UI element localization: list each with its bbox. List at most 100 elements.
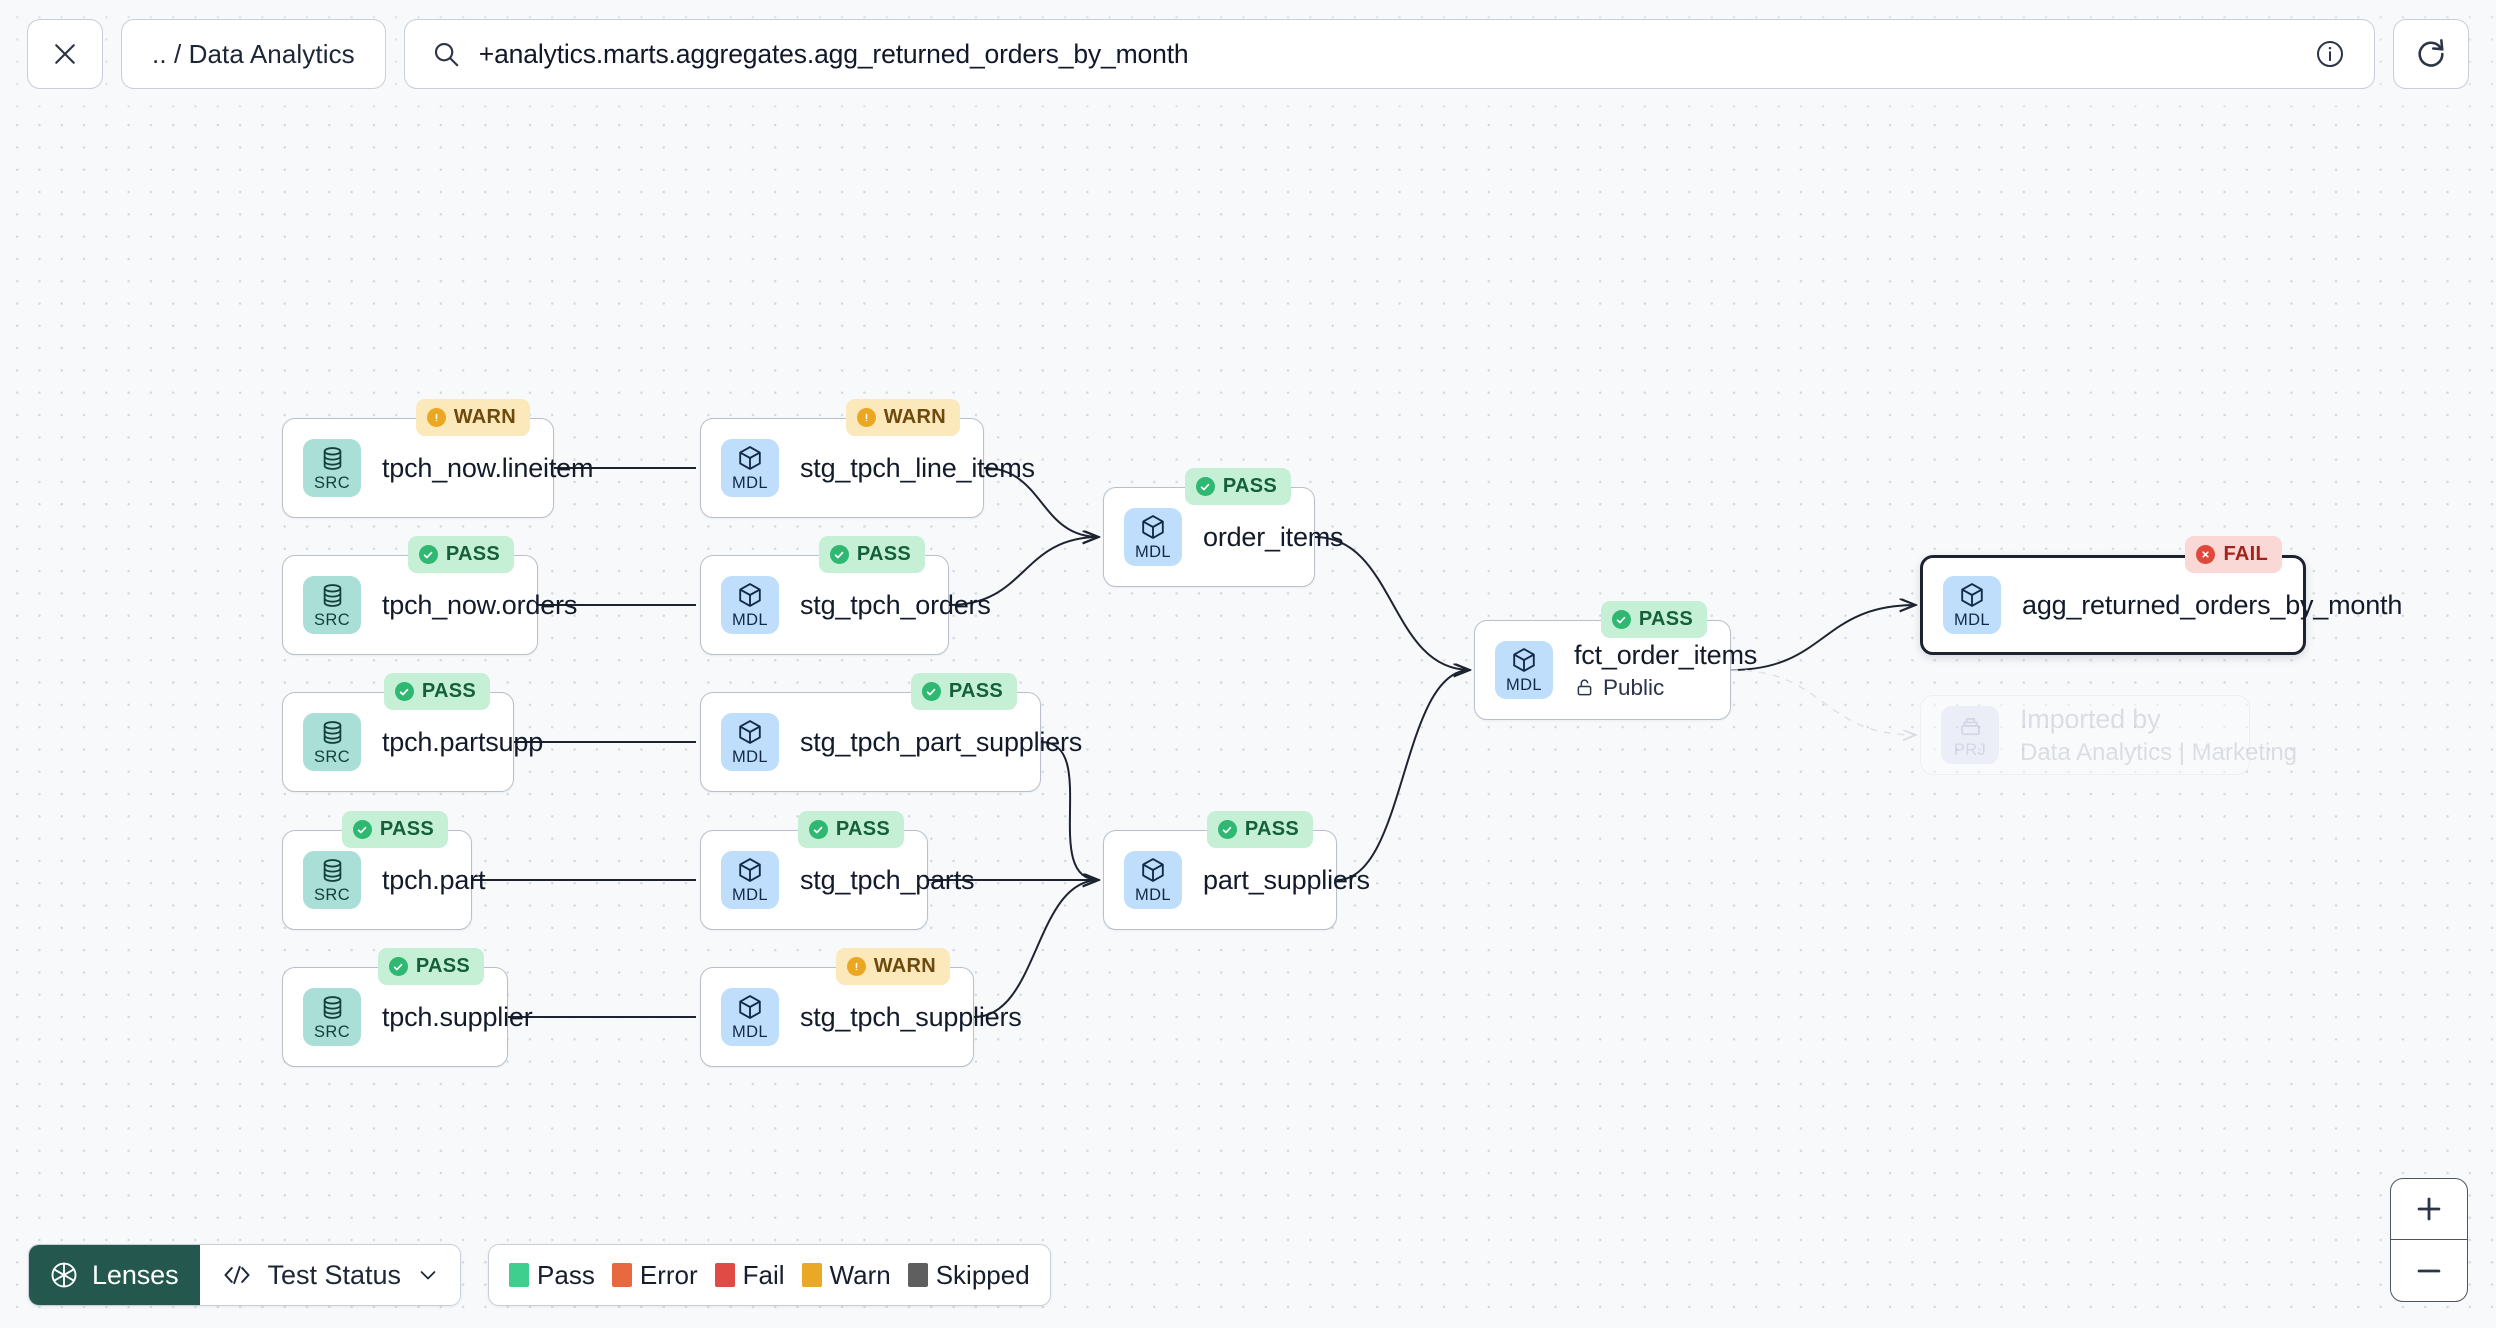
status-badge-pass[interactable]: PASS	[341, 811, 448, 848]
search-icon	[431, 39, 461, 69]
status-dot-icon	[1611, 610, 1631, 629]
status-dot-icon	[1217, 820, 1237, 839]
top-toolbar: .. / Data Analytics +analytics.marts.agg…	[0, 0, 2496, 108]
status-badge-label: PASS	[379, 818, 434, 840]
status-badge-warn[interactable]: WARN	[845, 399, 960, 436]
node-label: Imported by	[2020, 703, 2161, 734]
zoom-in-button[interactable]	[2391, 1179, 2467, 1240]
src-node-icon: SRC	[303, 988, 361, 1046]
legend-label: Skipped	[935, 1259, 1030, 1290]
node-label: tpch_now.orders	[382, 589, 578, 620]
close-button[interactable]	[27, 19, 103, 89]
legend-item-skipped[interactable]: Skipped	[907, 1259, 1030, 1291]
node-kind-tag: MDL	[731, 611, 769, 630]
search-input[interactable]: +analytics.marts.aggregates.agg_returned…	[403, 19, 2375, 89]
status-badge-warn[interactable]: WARN	[835, 948, 950, 985]
node-label: stg_tpch_orders	[800, 589, 991, 620]
mdl-node-icon: MDL	[721, 439, 779, 497]
prj-node-icon: PRJ	[1941, 706, 1999, 764]
legend-swatch	[714, 1263, 735, 1287]
node-kind-tag: MDL	[731, 886, 769, 905]
status-dot-icon	[394, 682, 414, 701]
legend-item-warn[interactable]: Warn	[801, 1260, 891, 1291]
node-label: fct_order_items	[1574, 639, 1758, 670]
status-dot-icon	[829, 545, 849, 564]
status-badge-label: PASS	[835, 818, 890, 840]
status-badge-warn[interactable]: WARN	[415, 399, 530, 436]
graph-node-stg_line_items[interactable]: MDL stg_tpch_line_items	[700, 418, 1035, 518]
legend-item-pass[interactable]: Pass	[509, 1260, 595, 1291]
status-dot-icon	[388, 957, 408, 976]
status-badge-label: FAIL	[2223, 543, 2268, 565]
src-node-icon: SRC	[303, 713, 361, 771]
edge-fct_order_items-to-imported_by	[1730, 669, 1916, 735]
node-kind-tag: MDL	[731, 748, 769, 767]
status-dot-icon	[1195, 477, 1215, 496]
edge-order_items-to-fct_order_items	[1314, 536, 1470, 670]
lenses-button[interactable]: Lenses	[29, 1245, 201, 1305]
status-badge-label: WARN	[873, 955, 936, 977]
node-kind-tag: SRC	[313, 886, 351, 905]
zoom-controls	[2390, 1178, 2468, 1302]
status-badge-pass[interactable]: PASS	[797, 811, 904, 848]
status-badge-label: PASS	[1638, 608, 1693, 630]
node-sublabel: Public	[1574, 675, 1757, 701]
graph-node-imported_by[interactable]: PRJ Imported by Data Analytics | Marketing	[1920, 695, 2297, 775]
node-kind-tag: PRJ	[1953, 741, 1987, 760]
status-dot-icon	[856, 408, 876, 427]
legend-item-error[interactable]: Error	[611, 1259, 698, 1291]
edge-fct_order_items-to-agg_returned	[1730, 605, 1916, 671]
status-badge-pass[interactable]: PASS	[1206, 811, 1313, 848]
status-badge-pass[interactable]: PASS	[383, 673, 490, 710]
info-icon[interactable]	[2314, 38, 2346, 70]
legend-swatch	[801, 1263, 822, 1287]
node-kind-tag: MDL	[1134, 543, 1172, 562]
status-dot-icon	[921, 682, 941, 701]
breadcrumb[interactable]: .. / Data Analytics	[121, 19, 386, 89]
status-badge-label: PASS	[445, 543, 500, 565]
node-kind-tag: SRC	[313, 474, 351, 493]
status-legend: Pass Error Fail Warn Skipped	[488, 1244, 1051, 1306]
mdl-node-icon: MDL	[1943, 576, 2001, 634]
status-dot-icon	[426, 408, 446, 427]
status-badge-pass[interactable]: PASS	[377, 948, 484, 985]
node-label: tpch.part	[382, 864, 486, 895]
node-sublabel: Data Analytics | Marketing	[2020, 739, 2297, 767]
node-label: part_suppliers	[1203, 864, 1370, 895]
test-status-button[interactable]: Test Status	[200, 1245, 461, 1305]
node-label: agg_returned_orders_by_month	[2022, 589, 2403, 620]
refresh-icon	[2414, 37, 2448, 71]
zoom-out-button[interactable]	[2391, 1240, 2467, 1301]
unlock-icon	[1574, 677, 1595, 698]
close-icon	[50, 39, 80, 69]
status-badge-fail[interactable]: FAIL	[2185, 536, 2282, 573]
src-node-icon: SRC	[303, 851, 361, 909]
code-icon	[222, 1262, 252, 1288]
status-dot-icon	[352, 820, 372, 839]
graph-node-src_lineitem[interactable]: SRC tpch_now.lineitem	[282, 418, 593, 518]
legend-label: Pass	[537, 1259, 595, 1290]
mdl-node-icon: MDL	[1124, 508, 1182, 566]
legend-item-fail[interactable]: Fail	[714, 1260, 785, 1291]
node-kind-tag: SRC	[313, 1023, 351, 1042]
status-badge-pass[interactable]: PASS	[407, 536, 514, 573]
status-badge-pass[interactable]: PASS	[818, 536, 925, 573]
chevron-down-icon	[416, 1263, 440, 1287]
status-badge-pass[interactable]: PASS	[1600, 601, 1707, 638]
node-kind-tag: MDL	[1953, 611, 1991, 630]
node-label: stg_tpch_part_suppliers	[800, 726, 1083, 757]
edge-stg_part_sup-to-part_suppliers	[1040, 741, 1099, 880]
status-badge-label: PASS	[1244, 818, 1299, 840]
node-sublabel-text: Data Analytics | Marketing	[2020, 738, 2298, 766]
node-kind-tag: SRC	[313, 748, 351, 767]
status-badge-pass[interactable]: PASS	[1184, 468, 1291, 505]
legend-label: Error	[639, 1259, 698, 1290]
node-label: stg_tpch_line_items	[800, 452, 1035, 483]
status-badge-pass[interactable]: PASS	[910, 673, 1017, 710]
node-label: tpch_now.lineitem	[382, 452, 594, 483]
breadcrumb-label: .. / Data Analytics	[152, 38, 355, 69]
refresh-button[interactable]	[2393, 19, 2469, 89]
status-dot-icon	[808, 820, 828, 839]
